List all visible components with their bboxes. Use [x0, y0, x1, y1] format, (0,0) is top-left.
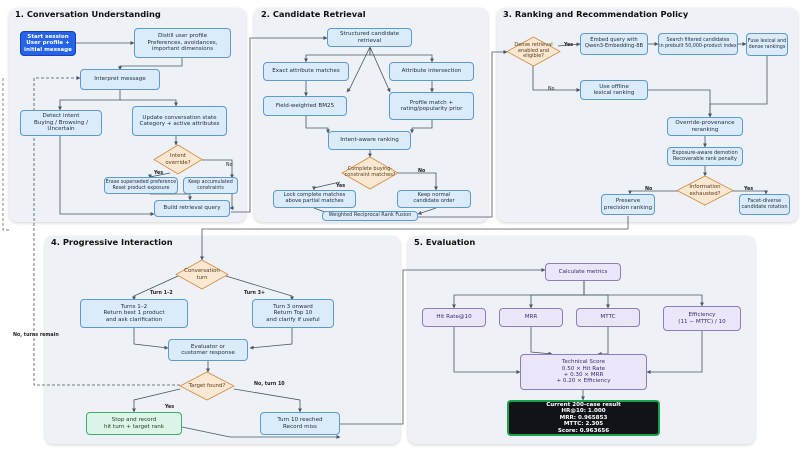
label-yes-info: Yes	[744, 187, 754, 192]
override-provenance-node: Override-provenance reranking	[667, 117, 743, 136]
label-turn-1-2: Turn 1–2	[150, 291, 173, 296]
lock-matches-node: Lock complete matches above partial matc…	[273, 190, 356, 208]
conversation-turn-decision: Conversation turn	[175, 259, 229, 290]
search-filtered-node: Search filtered candidates in prebuilt 5…	[658, 33, 738, 55]
complete-match-decision: Complete buying- constraint matches?	[341, 156, 399, 190]
exposure-demotion-node: Exposure-aware demotion Recoverable rank…	[667, 147, 743, 166]
efficiency-node: Efficiency (11 − MTTC) / 10	[663, 306, 741, 331]
panel-title-3: 3. Ranking and Recommendation Policy	[503, 9, 689, 19]
label-turn-3-plus: Turn 3+	[244, 291, 265, 296]
hit-rate-node: Hit Rate@10	[422, 308, 486, 327]
detect-intent-node: Detect intent Buying / Browsing / Uncert…	[20, 110, 102, 136]
label-yes-override: Yes	[154, 171, 164, 176]
distill-profile-node: Distill user profile Preferences, avoida…	[134, 28, 231, 58]
update-state-node: Update conversation state Category + act…	[132, 106, 227, 136]
structured-retrieval-node: Structured candidate retrieval	[327, 28, 412, 47]
label-no-info: No	[645, 187, 653, 192]
turn-10-node: Turn 10 reached Record miss	[260, 412, 340, 435]
label-yes-dense: Yes	[564, 43, 574, 48]
panel-title-1: 1. Conversation Understanding	[15, 9, 161, 19]
label-no-dense: No	[548, 87, 555, 92]
rrf-node: Weighted Reciprocal Rank Fusion	[322, 211, 418, 221]
label-no-complete: No	[418, 169, 426, 174]
panel-title-4: 4. Progressive Interaction	[51, 237, 173, 247]
mrr-node: MRR	[499, 308, 563, 327]
exact-matches-node: Exact attribute matches	[263, 62, 349, 81]
start-session-node: Start session User profile + initial mes…	[20, 31, 76, 56]
technical-score-node: Technical Score 0.50 × Hit Rate + 0.30 ×…	[520, 354, 647, 390]
label-no-turn-10: No, turn 10	[254, 382, 285, 387]
offline-lexical-node: Use offline lexical ranking	[580, 80, 648, 100]
intent-ranking-node: Intent-aware ranking	[328, 131, 411, 150]
evaluator-node: Evaluator or customer response	[168, 339, 248, 361]
keep-normal-node: Keep normal candidate order	[397, 190, 471, 208]
turn-3-onward-node: Turn 3 onward Return Top 10 and clarify …	[252, 299, 334, 328]
panel-title-2: 2. Candidate Retrieval	[261, 9, 366, 19]
embed-query-node: Embed query with Qwen3-Embedding-8B	[580, 33, 648, 55]
label-no-turns-remain: No, turns remain	[13, 333, 59, 338]
information-exhausted-decision: Information exhausted?	[676, 175, 734, 206]
mttc-node: MTTC	[576, 308, 640, 327]
profile-match-node: Profile match + rating/popularity prior	[389, 92, 474, 120]
erase-preference-node: Erase superseded preference Reset produc…	[104, 177, 178, 194]
dense-retrieval-decision: Dense retrieval enabled and eligible?	[506, 36, 561, 67]
calculate-metrics-node: Calculate metrics	[545, 263, 621, 281]
stop-record-node: Stop and record hit turn + target rank	[86, 412, 182, 435]
keep-constraints-node: Keep accumulated constraints	[183, 177, 238, 194]
bm25-node: Field-weighted BM25	[263, 96, 347, 116]
panel-title-5: 5. Evaluation	[414, 237, 476, 247]
result-summary-node: Current 200-case result HR@10: 1.000 MRR…	[507, 400, 660, 436]
fuse-rankings-node: Fuse lexical and dense rankings	[746, 33, 788, 56]
label-yes-target: Yes	[165, 405, 175, 410]
turns-1-2-node: Turns 1–2 Return best 1 product and ask …	[80, 299, 188, 328]
build-query-node: Build retrieval query	[154, 200, 230, 217]
intent-override-decision: Intent override?	[153, 144, 203, 175]
preserve-precision-node: Preserve precision ranking	[601, 194, 655, 215]
facet-rotation-node: Facet-diverse candidate rotation	[739, 194, 790, 215]
target-found-decision: Target found?	[179, 371, 235, 401]
label-yes-complete: Yes	[336, 184, 346, 189]
label-no-override: No	[226, 163, 233, 168]
attribute-intersection-node: Attribute intersection	[389, 62, 474, 81]
interpret-message-node: Interpret message	[80, 69, 160, 90]
